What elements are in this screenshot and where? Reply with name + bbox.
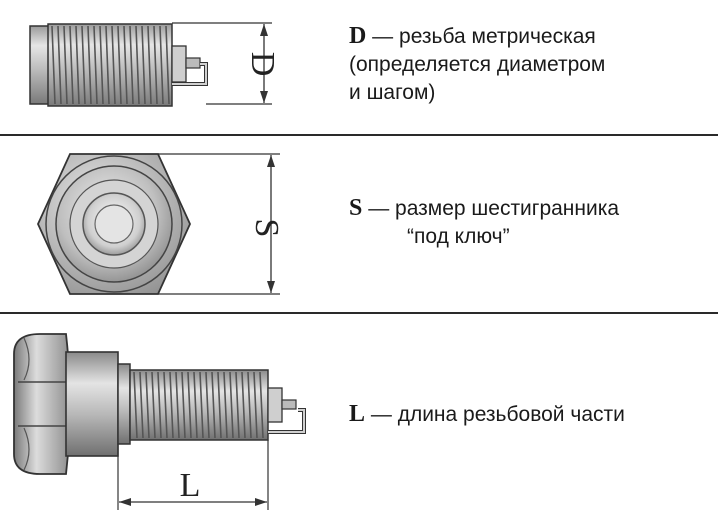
sealing-washer xyxy=(117,363,131,445)
thread-section xyxy=(129,369,269,441)
thread-lines xyxy=(51,25,170,105)
insulator-tip xyxy=(267,387,283,423)
caption-letter: S xyxy=(349,195,363,221)
thread-ridge xyxy=(111,25,116,105)
caption-dash: — xyxy=(366,25,400,48)
thread-ridge xyxy=(169,371,174,439)
thread-caption: D — резьба метрическая (определяется диа… xyxy=(349,22,605,107)
thread-ridge xyxy=(181,371,186,439)
thread-ridge xyxy=(187,371,192,439)
thread-ridge xyxy=(229,371,234,439)
thread-ridge xyxy=(193,371,198,439)
caption-line-2: (определяется диаметром xyxy=(349,53,606,76)
caption-line-2: “под ключ” xyxy=(407,225,510,248)
thread-ridge xyxy=(51,25,56,105)
hex-washer xyxy=(45,155,183,293)
center-electrode xyxy=(281,399,297,410)
caption-dash: — xyxy=(362,197,396,220)
thread-ridge xyxy=(205,371,210,439)
thread-ridge xyxy=(159,25,164,105)
thread-ridge xyxy=(139,371,144,439)
thread-ridge xyxy=(247,371,252,439)
thread-ridge xyxy=(223,371,228,439)
dimension-letter-d: D xyxy=(244,52,281,77)
thread-ridge xyxy=(129,25,134,105)
thread-ridge xyxy=(81,25,86,105)
divider xyxy=(0,312,718,314)
caption-line-1: резьба метрическая xyxy=(399,25,596,48)
thread-ridge xyxy=(133,371,138,439)
thread-ridge xyxy=(253,371,258,439)
thread-diameter-drawing: D xyxy=(29,22,281,107)
thread-ridge xyxy=(153,25,158,105)
hex-nut-side xyxy=(13,333,71,475)
caption-line-1: размер шестигранника xyxy=(395,197,620,220)
caption-line-3: и шагом) xyxy=(349,81,436,104)
caption-line-1: длина резьбовой части xyxy=(397,403,625,426)
thread-ridge xyxy=(199,371,204,439)
thread-lines xyxy=(133,371,264,439)
thread-ridge xyxy=(151,371,156,439)
thread-ridge xyxy=(157,371,162,439)
thread-ridge xyxy=(93,25,98,105)
center-electrode xyxy=(185,57,201,69)
thread-ridge xyxy=(63,25,68,105)
thread-ridge xyxy=(123,25,128,105)
insulator-tip xyxy=(171,45,187,83)
thread-ridge xyxy=(99,25,104,105)
hex-size-drawing: S xyxy=(37,153,285,295)
thread-ridge xyxy=(105,25,110,105)
thread-ridge xyxy=(75,25,80,105)
thread-length-panel: L L — длина резьбовой части xyxy=(0,314,718,518)
caption-letter: D xyxy=(349,23,367,49)
thread-ridge xyxy=(141,25,146,105)
hex-size-panel: S S — размер шестигранника “под ключ” xyxy=(0,136,718,312)
thread-ridge xyxy=(163,371,168,439)
length-caption: L — длина резьбовой части xyxy=(349,400,625,429)
dimension-letter-l: L xyxy=(180,467,201,504)
thread-ridge xyxy=(211,371,216,439)
thread-ridge xyxy=(235,371,240,439)
thread-ridge xyxy=(175,371,180,439)
thread-ridge xyxy=(147,25,152,105)
thread-ridge xyxy=(69,25,74,105)
thread-ridge xyxy=(259,371,264,439)
thread-diameter-panel: D D — резьба метрическая (определяется д… xyxy=(0,0,718,134)
thread-ridge xyxy=(145,371,150,439)
thread-ridge xyxy=(165,25,170,105)
thread-ridge xyxy=(57,25,62,105)
hex-caption: S — размер шестигранника “под ключ” xyxy=(349,194,619,251)
plug-shell-stub xyxy=(29,25,51,105)
thread-ridge xyxy=(117,25,122,105)
thread-length-drawing: L xyxy=(13,333,306,510)
caption-letter: L xyxy=(349,401,366,427)
shell-body xyxy=(65,351,119,457)
dimension-letter-s: S xyxy=(248,219,285,238)
thread-ridge xyxy=(87,25,92,105)
divider xyxy=(0,134,718,136)
thread-ridge xyxy=(241,371,246,439)
thread-ridge xyxy=(135,25,140,105)
thread-ridge xyxy=(217,371,222,439)
caption-dash: — xyxy=(365,403,398,426)
